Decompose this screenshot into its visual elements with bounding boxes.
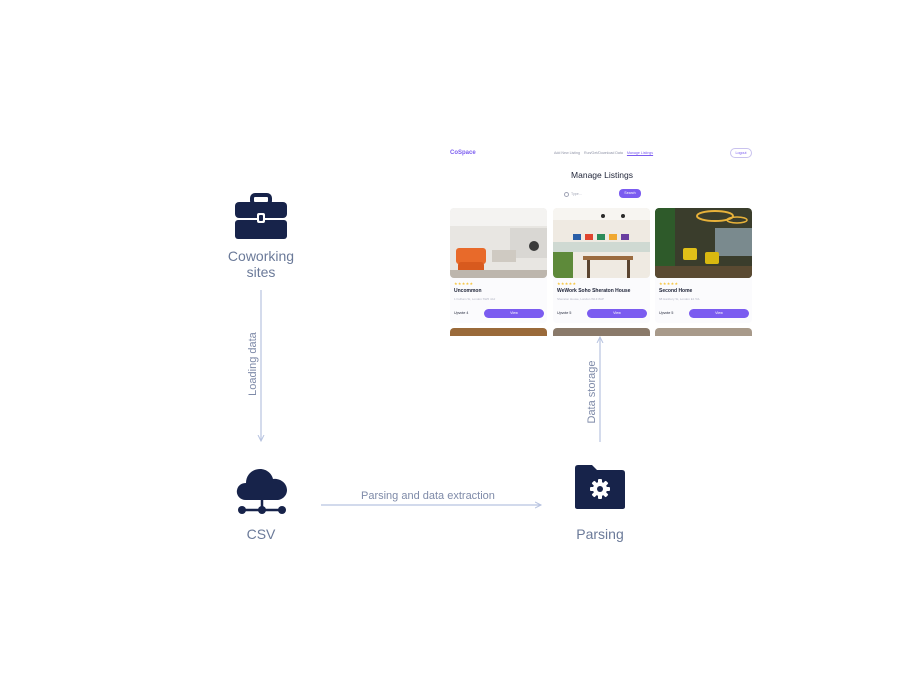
vote-count: 4: [466, 311, 469, 315]
app-nav: Add New Listing Run/Get/Download Data Ma…: [554, 151, 656, 155]
listing-address: 68 Hanbury St, London E1 5JL: [659, 297, 701, 301]
search-placeholder: Type...: [571, 192, 582, 196]
coworking-label: Coworking sites: [211, 248, 311, 280]
coworking-label-line2: sites: [246, 264, 276, 280]
listing-card-partial: [553, 328, 650, 336]
vote-count: 5: [671, 311, 674, 315]
listing-photo: [655, 208, 752, 278]
search-icon: [564, 191, 569, 197]
nav-manage-listings[interactable]: Manage Listings: [626, 151, 654, 155]
rating-stars: ★★★★★: [454, 281, 474, 286]
upvote-label: Upvote: [659, 311, 671, 315]
view-button[interactable]: View: [689, 309, 749, 318]
listing-photo: [553, 208, 650, 278]
nav-add-listing[interactable]: Add New Listing: [554, 151, 580, 155]
listing-card-partial: [450, 328, 547, 336]
rating-stars: ★★★★★: [557, 281, 577, 286]
edge-label-loading: Loading data: [247, 332, 259, 396]
upvote-button[interactable]: Upvote 5: [659, 310, 683, 317]
upvote-label: Upvote: [454, 311, 466, 315]
edge-label-parsing-extraction: Parsing and data extraction: [361, 490, 495, 502]
vote-count: 5: [569, 311, 572, 315]
upvote-button[interactable]: Upvote 4: [454, 310, 478, 317]
nav-run-data[interactable]: Run/Get/Download Data: [583, 151, 623, 155]
view-button[interactable]: View: [587, 309, 647, 318]
edge-label-storage: Data storage: [586, 360, 598, 424]
search-button[interactable]: Search: [619, 189, 641, 198]
upvote-button[interactable]: Upvote 5: [557, 310, 581, 317]
briefcase-icon: [235, 193, 287, 239]
listing-photo: [450, 208, 547, 278]
listing-card[interactable]: ★★★★★ Uncommon 1 Fulham St, London SW6 4…: [450, 208, 547, 323]
app-logo: CoSpace: [450, 150, 476, 156]
csv-label: CSV: [246, 526, 276, 542]
listing-name: Uncommon: [454, 288, 482, 294]
folder-gear-icon: [575, 465, 625, 509]
listing-card[interactable]: ★★★★★ WeWork Soho Sheraton House Sherato…: [553, 208, 650, 323]
app-screenshot: CoSpace Add New Listing Run/Get/Download…: [444, 140, 760, 336]
view-button[interactable]: View: [484, 309, 544, 318]
coworking-label-line1: Coworking: [227, 248, 295, 264]
logout-button[interactable]: Logout: [730, 148, 752, 158]
cloud-network-icon: [236, 469, 287, 514]
search-input[interactable]: Type...: [564, 190, 614, 198]
listing-card[interactable]: ★★★★★ Second Home 68 Hanbury St, London …: [655, 208, 752, 323]
listing-address: Sheraton House, London W1F 8AP: [557, 297, 605, 301]
listing-name: Second Home: [659, 288, 693, 294]
rating-stars: ★★★★★: [659, 281, 679, 286]
upvote-label: Upvote: [557, 311, 569, 315]
app-page-title: Manage Listings: [571, 170, 633, 180]
listing-name: WeWork Soho Sheraton House: [557, 288, 631, 294]
parsing-label: Parsing: [576, 526, 624, 542]
listing-address: 1 Fulham St, London SW6 4AJ: [454, 297, 496, 301]
listing-card-partial: [655, 328, 752, 336]
